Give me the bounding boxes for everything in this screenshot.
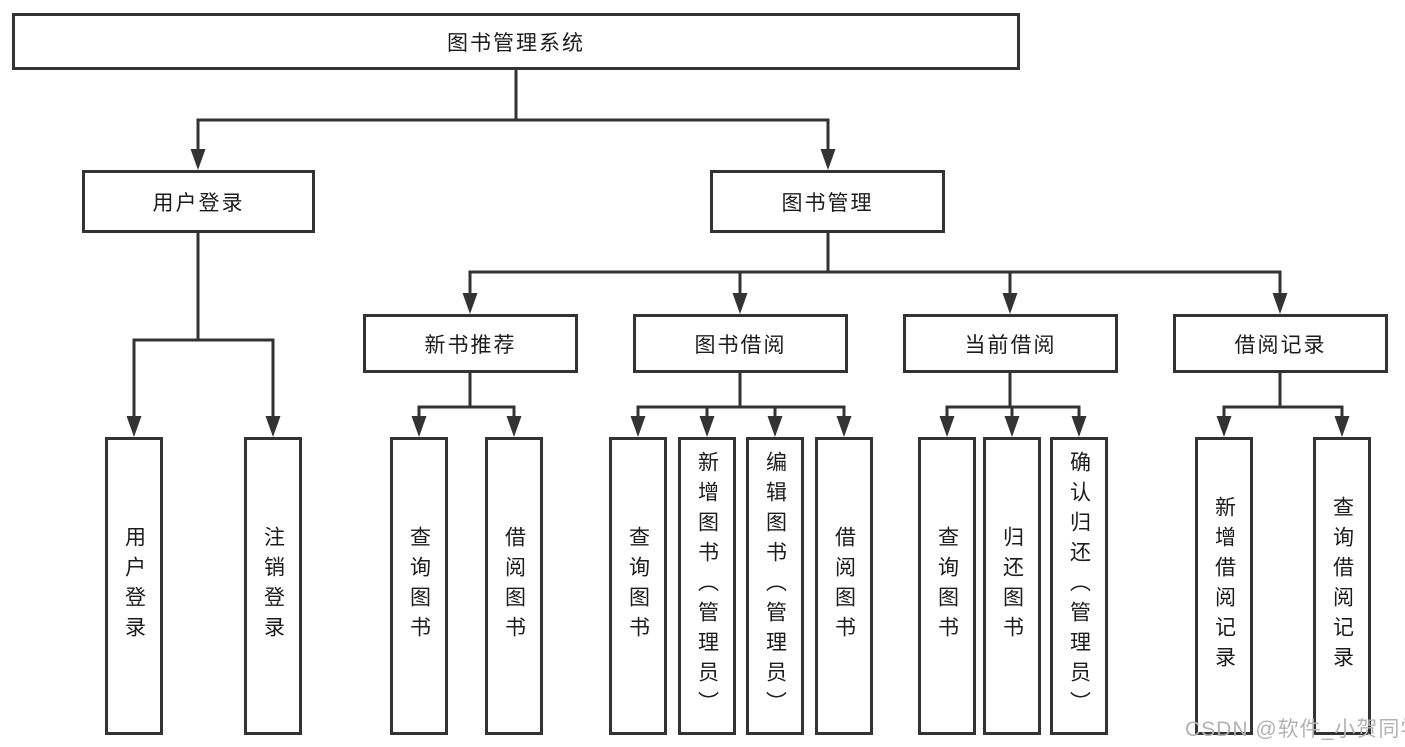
- leaf-add-borrow-record-label: 新增借阅记录: [1212, 496, 1236, 676]
- leaf-query-borrow-record: 查询借阅记录: [1313, 437, 1371, 735]
- leaf-borrow-books: 借阅图书: [815, 437, 873, 735]
- leaf-user-login-label: 用户登录: [122, 526, 146, 646]
- leaf-confirm-return-admin: 确认归还（管理员）: [1050, 437, 1108, 735]
- node-book-management-label: 图书管理: [781, 191, 874, 215]
- node-book-management: 图书管理: [710, 170, 945, 233]
- node-user-login: 用户登录: [82, 170, 315, 233]
- leaf-user-login: 用户登录: [105, 437, 163, 735]
- node-current-borrow: 当前借阅: [903, 314, 1118, 373]
- node-new-book-recommend-label: 新书推荐: [424, 333, 517, 357]
- leaf-add-book-admin: 新增图书（管理员）: [678, 437, 736, 735]
- node-new-book-recommend: 新书推荐: [363, 314, 578, 373]
- leaf-query-books-current: 查询图书: [918, 437, 976, 735]
- leaf-query-books-recommend: 查询图书: [390, 437, 448, 735]
- leaf-query-books-current-label: 查询图书: [935, 526, 959, 646]
- leaf-query-borrow-record-label: 查询借阅记录: [1330, 496, 1354, 676]
- leaf-borrow-books-label: 借阅图书: [832, 526, 856, 646]
- leaf-query-books-recommend-label: 查询图书: [407, 526, 431, 646]
- node-borrow-records: 借阅记录: [1173, 314, 1388, 373]
- leaf-logout: 注销登录: [244, 437, 302, 735]
- leaf-borrow-books-recommend: 借阅图书: [485, 437, 543, 735]
- watermark: CSDN @软件_小贺同学: [1185, 718, 1405, 741]
- leaf-add-book-admin-label: 新增图书（管理员）: [695, 451, 719, 721]
- node-library-management-system: 图书管理系统: [12, 13, 1020, 70]
- node-library-management-system-label: 图书管理系统: [447, 31, 585, 55]
- leaf-confirm-return-admin-label: 确认归还（管理员）: [1067, 451, 1091, 721]
- leaf-borrow-books-recommend-label: 借阅图书: [502, 526, 526, 646]
- leaf-query-books-borrow: 查询图书: [609, 437, 667, 735]
- leaf-edit-book-admin-label: 编辑图书（管理员）: [763, 451, 787, 721]
- node-current-borrow-label: 当前借阅: [964, 333, 1057, 357]
- node-borrow-records-label: 借阅记录: [1234, 333, 1327, 357]
- node-user-login-label: 用户登录: [152, 191, 245, 215]
- leaf-return-book-label: 归还图书: [1000, 526, 1024, 646]
- leaf-logout-label: 注销登录: [261, 526, 285, 646]
- leaf-add-borrow-record: 新增借阅记录: [1195, 437, 1253, 735]
- leaf-return-book: 归还图书: [983, 437, 1041, 735]
- leaf-query-books-borrow-label: 查询图书: [626, 526, 650, 646]
- leaf-edit-book-admin: 编辑图书（管理员）: [746, 437, 804, 735]
- node-book-borrow-label: 图书借阅: [694, 333, 787, 357]
- node-book-borrow: 图书借阅: [633, 314, 848, 373]
